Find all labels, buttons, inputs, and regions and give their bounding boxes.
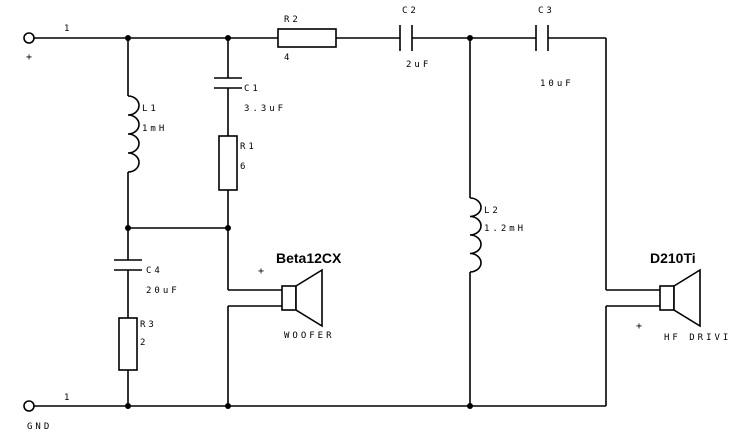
c2-ref: C2 — [402, 6, 419, 16]
inductor-l1 — [127, 95, 140, 173]
c1-value: 3.3uF — [244, 104, 286, 114]
input-plus-sign: + — [26, 52, 32, 63]
l1-value: 1mH — [142, 124, 167, 134]
c1-ref: C1 — [244, 84, 261, 94]
woofer-label: WOOFER — [284, 331, 335, 341]
c4-value: 20uF — [146, 286, 180, 296]
resistor-r1 — [218, 135, 238, 191]
c4-ref: C4 — [146, 266, 163, 276]
capacitor-c3 — [535, 25, 549, 51]
gnd-node-label: 1 — [64, 393, 72, 403]
hf-driver-speaker-icon — [659, 268, 701, 328]
resistor-r3 — [118, 317, 138, 371]
gnd-terminal — [23, 400, 35, 412]
capacitor-c2 — [399, 25, 413, 51]
l2-ref: L2 — [484, 206, 501, 216]
hf-model-label: D210Ti — [650, 250, 696, 266]
hf-polarity: + — [636, 321, 642, 332]
woofer-model-label: Beta12CX — [276, 250, 342, 266]
r3-ref: R3 — [140, 320, 157, 330]
junction-dots — [125, 35, 473, 409]
capacitor-c4 — [114, 259, 142, 271]
resistor-r2 — [277, 28, 337, 48]
input-plus-terminal — [23, 32, 35, 44]
l2-value: 1.2mH — [484, 224, 526, 234]
r2-ref: R2 — [284, 15, 301, 25]
input-node-label: 1 — [64, 24, 72, 34]
r3-value: 2 — [140, 338, 148, 348]
c2-value: 2uF — [406, 60, 431, 70]
hf-label: HF DRIVI — [664, 333, 731, 343]
l1-ref: L1 — [142, 104, 159, 114]
r1-ref: R1 — [240, 142, 257, 152]
r1-value: 6 — [240, 162, 248, 172]
woofer-polarity: + — [258, 266, 264, 277]
c3-value: 10uF — [540, 79, 574, 89]
woofer-speaker-icon — [281, 268, 323, 328]
r2-value: 4 — [284, 53, 292, 63]
inductor-l2 — [469, 197, 482, 273]
gnd-label: GND — [27, 422, 52, 432]
c3-ref: C3 — [538, 6, 555, 16]
capacitor-c1 — [214, 77, 242, 89]
